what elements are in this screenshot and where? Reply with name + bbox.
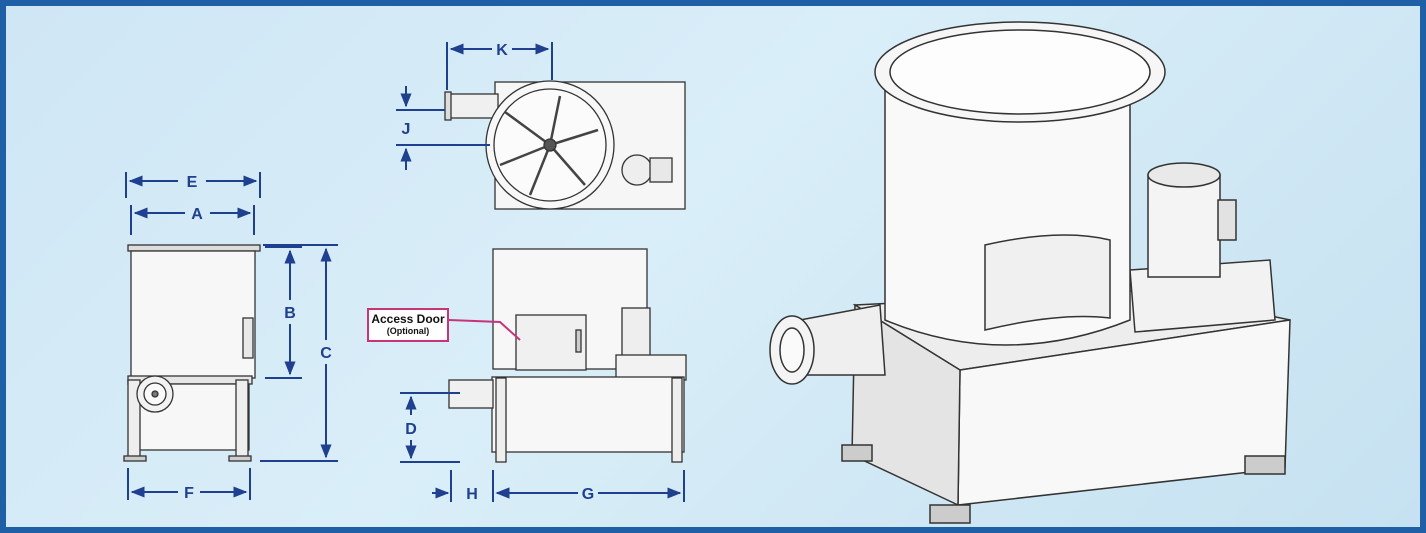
- callout-leader: [448, 319, 521, 341]
- isometric-view: [769, 21, 1291, 524]
- front-view: [448, 248, 687, 463]
- dimension-d-label: D: [405, 421, 417, 438]
- dimension-e-label: E: [187, 174, 198, 191]
- dimension-k-label: K: [496, 42, 508, 59]
- dimension-h-label: H: [466, 486, 478, 503]
- callout-title: Access Door: [371, 312, 445, 326]
- dimension-g-label: G: [582, 486, 594, 503]
- dimension-lines: [125, 42, 685, 502]
- dimension-c-label: C: [320, 345, 332, 362]
- side-view: [123, 244, 261, 462]
- top-view: [444, 80, 686, 210]
- dimension-b-label: B: [284, 305, 296, 322]
- dimension-f-label: F: [184, 485, 194, 502]
- access-door-callout: Access Door (Optional): [367, 308, 449, 342]
- dimension-a-label: A: [191, 206, 203, 223]
- dimension-j-label: J: [402, 121, 411, 138]
- callout-subtitle: (Optional): [386, 326, 430, 336]
